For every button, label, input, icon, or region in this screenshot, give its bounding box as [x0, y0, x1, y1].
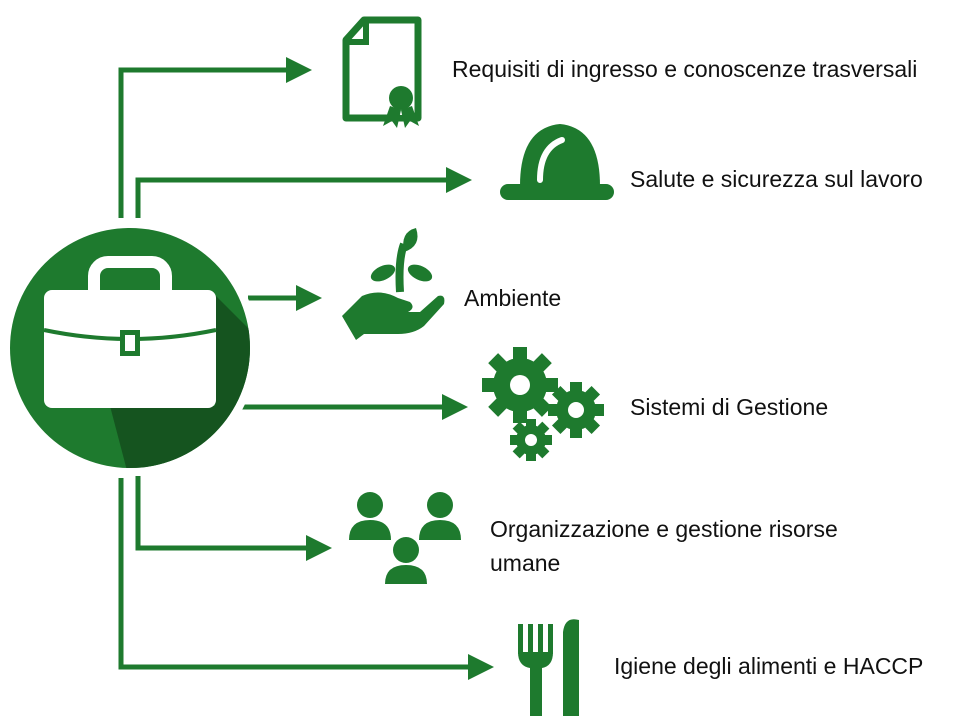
- fork-knife-icon: [518, 619, 579, 716]
- connectors: [118, 67, 472, 670]
- label-igiene: Igiene degli alimenti e HACCP: [614, 653, 924, 679]
- plant-in-hand-icon: [342, 228, 445, 340]
- arrowhead-salute: [446, 167, 472, 193]
- label-sistemi: Sistemi di Gestione: [630, 394, 829, 420]
- arrowhead-igiene: [468, 654, 494, 680]
- connector-organizzazione: [135, 476, 310, 551]
- label-requisiti: Requisiti di ingresso e conoscenze trasv…: [452, 56, 918, 82]
- arrowhead-sistemi: [442, 394, 468, 420]
- center-node: [2, 220, 258, 476]
- arrowheads: [286, 57, 494, 680]
- briefcase-icon: [43, 256, 217, 408]
- arrowhead-organizzazione: [306, 535, 332, 561]
- arrowhead-requisiti: [286, 57, 312, 83]
- label-salute: Salute e sicurezza sul lavoro: [630, 166, 923, 192]
- label-ambiente: Ambiente: [464, 285, 562, 311]
- gears-icon: [482, 347, 604, 461]
- connector-requisiti: [118, 67, 292, 218]
- hard-hat-icon: [500, 124, 614, 200]
- arrowhead-ambiente: [296, 285, 322, 311]
- people-icon: [349, 492, 461, 584]
- certificate-icon: [342, 16, 422, 128]
- connector-igiene: [118, 478, 472, 670]
- connector-salute: [135, 177, 452, 218]
- label-organizzazione: Organizzazione e gestione risorse umane: [490, 516, 838, 576]
